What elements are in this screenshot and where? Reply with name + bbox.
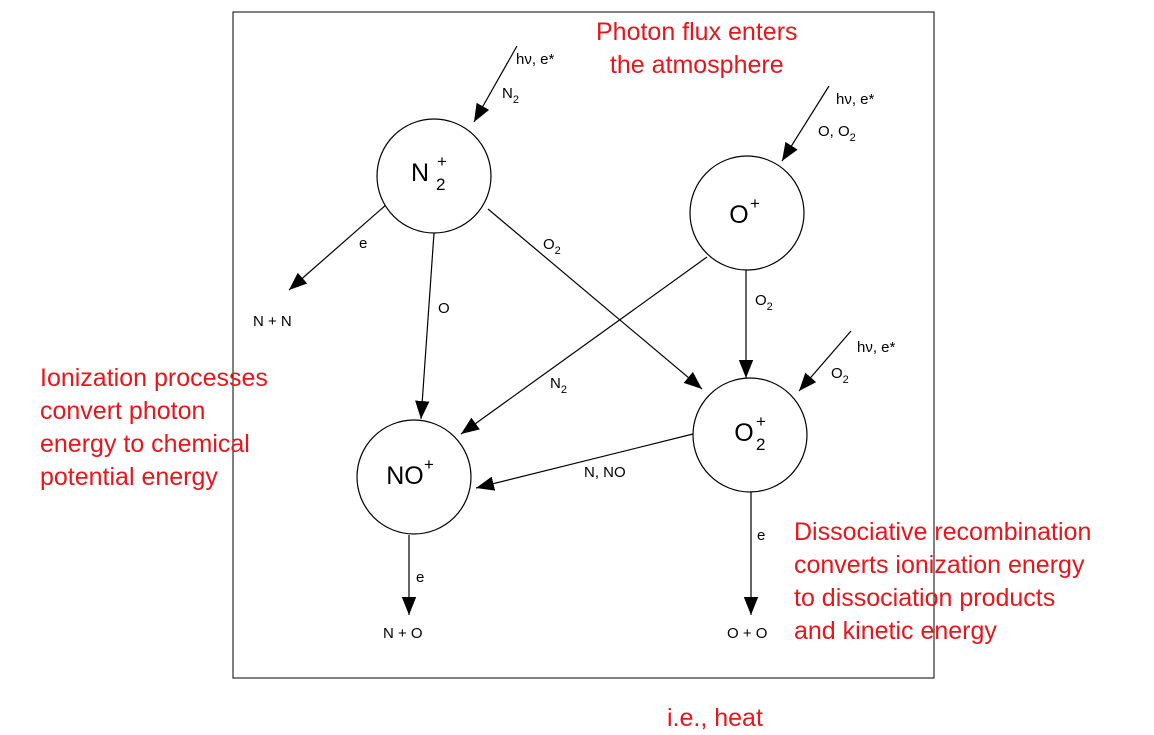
o2-source-reactant: O2	[831, 365, 849, 386]
ionization-annotation: Ionization processes convert photon ener…	[40, 364, 268, 491]
o2p-node	[692, 377, 808, 493]
o2p-to-nop-arrow	[475, 433, 694, 491]
n2-source-label: hν, e*	[516, 51, 555, 68]
o2-ionization-arrow	[798, 330, 852, 392]
o2-source-label: hν, e*	[857, 339, 896, 356]
n2p-to-nop-arrow	[415, 232, 435, 420]
o2p-label: O	[734, 419, 753, 447]
op-to-o2p-reactant: O2	[755, 292, 773, 313]
o2p-label-sup: +	[756, 412, 766, 431]
n2p-node	[376, 118, 492, 234]
o2p-to-oo-reactant: e	[757, 527, 765, 544]
n2-ionization-arrow	[473, 45, 518, 123]
nop-label-sup: +	[424, 455, 434, 474]
op-to-nop-reactant: N2	[550, 375, 567, 396]
n2p-label-sub: 2	[436, 175, 445, 194]
nop-node	[356, 419, 472, 535]
op-label-sup: +	[750, 194, 760, 213]
nop-label: NO	[386, 462, 424, 490]
photon-flux-annotation: Photon flux enters the atmosphere	[596, 18, 798, 79]
n2p-to-nn-arrow	[288, 203, 388, 291]
o2p-label-sub: 2	[756, 435, 765, 454]
n2p-label: N	[411, 159, 429, 187]
o-source-label: hν, e*	[836, 91, 875, 108]
n2-source-reactant: N2	[502, 85, 519, 106]
no-product: N + O	[383, 625, 423, 642]
n2p-label-sup: +	[437, 152, 447, 171]
o2p-to-nop-reactant: N, NO	[584, 464, 626, 481]
n2p-to-nn-reactant: e	[359, 235, 367, 252]
op-node	[689, 155, 805, 271]
dissociative-recombination-annotation: Dissociative recombination converts ioni…	[794, 518, 1092, 645]
heat-annotation: i.e., heat	[667, 704, 763, 732]
n2p-to-o2p-reactant: O2	[543, 236, 561, 257]
op-label: O	[729, 201, 748, 229]
o-source-reactant: O, O2	[818, 123, 856, 144]
oo-product: O + O	[727, 625, 767, 642]
nn-product: N + N	[253, 313, 292, 330]
o-ionization-arrow	[781, 85, 830, 162]
op-to-nop-arrow	[460, 256, 708, 435]
n2p-to-nop-reactant: O	[438, 300, 450, 317]
diagram-frame	[232, 11, 935, 679]
nop-to-no-reactant: e	[416, 569, 424, 586]
n2p-to-o2p-arrow	[487, 208, 703, 390]
